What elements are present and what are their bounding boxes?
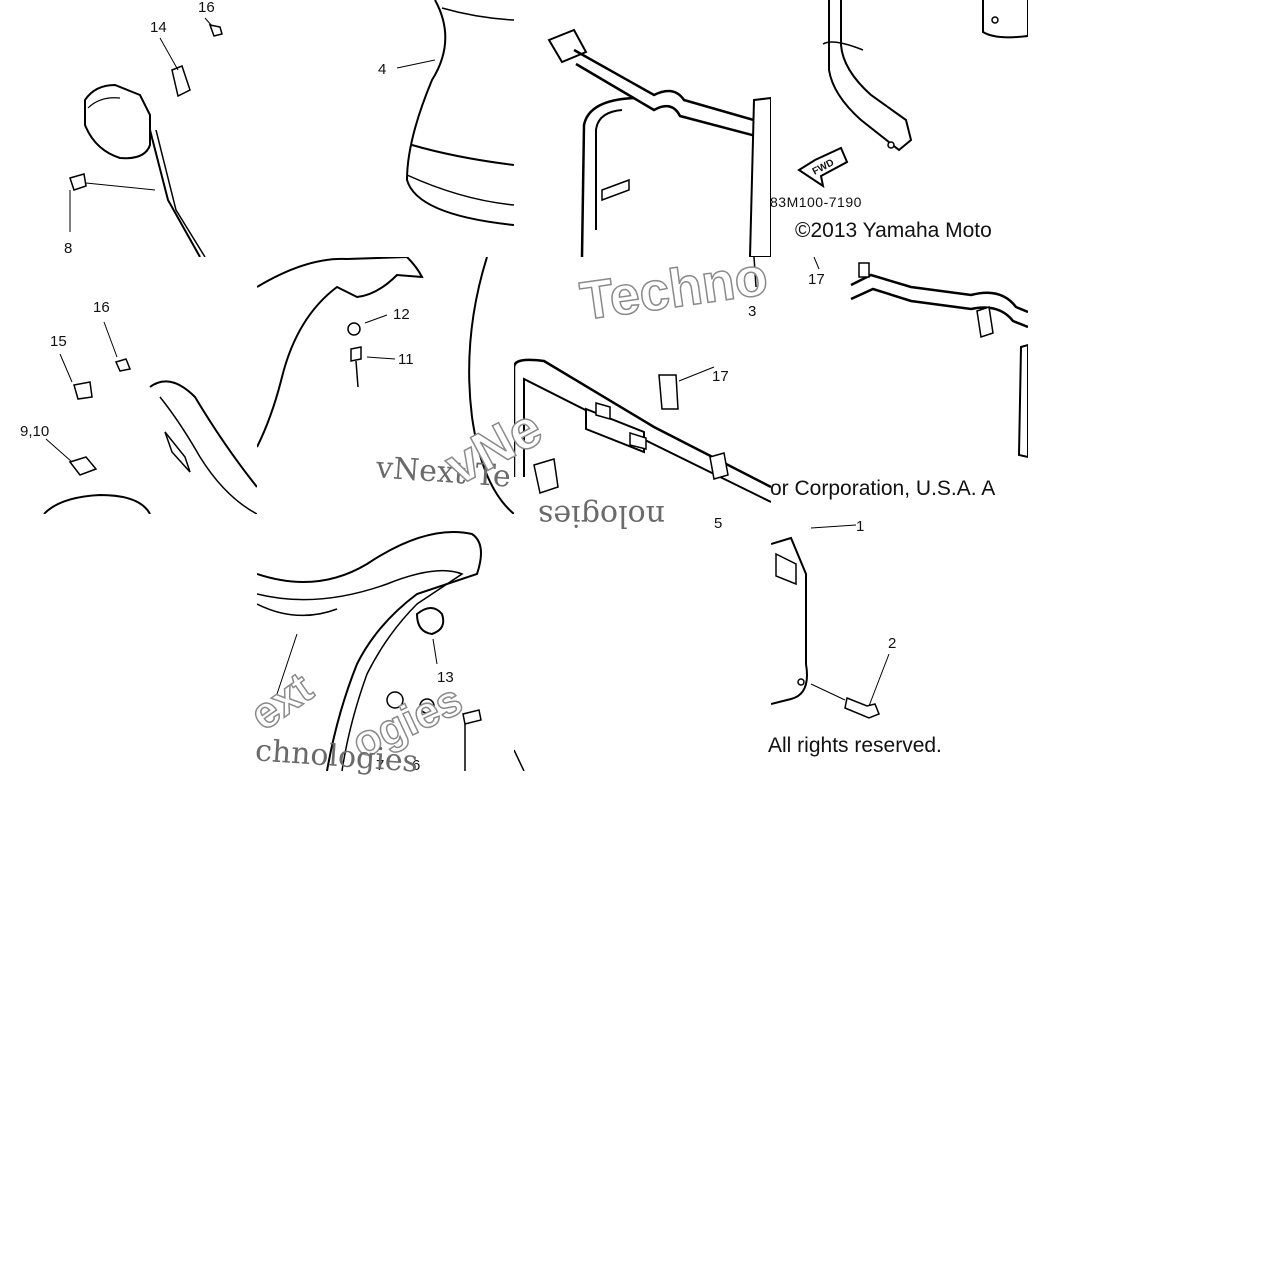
- diagram-tile-r1c2: [257, 0, 514, 257]
- callout-16: 16: [93, 299, 110, 316]
- rack-frame-drawing: [547, 28, 771, 257]
- callout-13: 13: [437, 669, 454, 686]
- callout-8: 8: [64, 240, 73, 257]
- callout-17: 17: [712, 368, 729, 385]
- callout-11: 11: [398, 351, 414, 368]
- rack-rear-drawing: [813, 257, 1028, 459]
- diagram-tile-r2c3: [514, 257, 771, 514]
- callout-3: 3: [748, 303, 757, 320]
- diagram-tile-r2c2: [257, 257, 514, 514]
- watermark-chnologies: chnologies: [254, 733, 420, 780]
- bracket-bolt-drawing: [771, 524, 890, 719]
- callout-7: 7: [376, 757, 385, 774]
- bracket-arm-drawing: [797, 0, 1028, 189]
- diagram-tile-r2c1: [0, 257, 257, 514]
- callout-6: 6: [412, 757, 421, 774]
- diagram-tile-r3c4: [771, 514, 1028, 771]
- callout-5: 5: [714, 515, 723, 532]
- callout-12: 12: [393, 306, 410, 323]
- copyright-line-2: or Corporation, U.S.A. A: [770, 477, 996, 500]
- callout-2: 2: [888, 635, 897, 652]
- callout-1: 1: [856, 518, 865, 535]
- callout-16: 16: [198, 0, 215, 16]
- seat-trim-drawing: [257, 257, 514, 514]
- empty-tile-drawing: [514, 749, 525, 771]
- diagram-tile-r3c3: [514, 514, 771, 771]
- callout-17: 17: [808, 271, 825, 288]
- lower-frame-drawing: [514, 257, 771, 503]
- diagram-tile-r3c2: [257, 514, 514, 771]
- copyright-line-1: ©2013 Yamaha Moto: [795, 219, 992, 242]
- watermark-nologies: nologies: [538, 498, 665, 533]
- tail-light-cover-drawing: [69, 17, 223, 257]
- copyright-line-3: All rights reserved.: [768, 734, 942, 757]
- diagram-tile-r1c4: [771, 0, 1028, 257]
- callout-14: 14: [150, 19, 167, 36]
- diagram-tile-r2c4: [771, 257, 1028, 514]
- callout-15: 15: [50, 333, 67, 350]
- part-number: 83M100-7190: [770, 194, 862, 210]
- callout-9-10: 9,10: [20, 423, 50, 440]
- diagram-tile-r1c3: [514, 0, 771, 257]
- rear-fender-drawing: [257, 531, 482, 771]
- side-cover-drawing: [396, 0, 514, 226]
- diagram-tile-r1c1: [0, 0, 257, 257]
- left-cover-drawing: [43, 321, 257, 514]
- callout-4: 4: [378, 61, 387, 78]
